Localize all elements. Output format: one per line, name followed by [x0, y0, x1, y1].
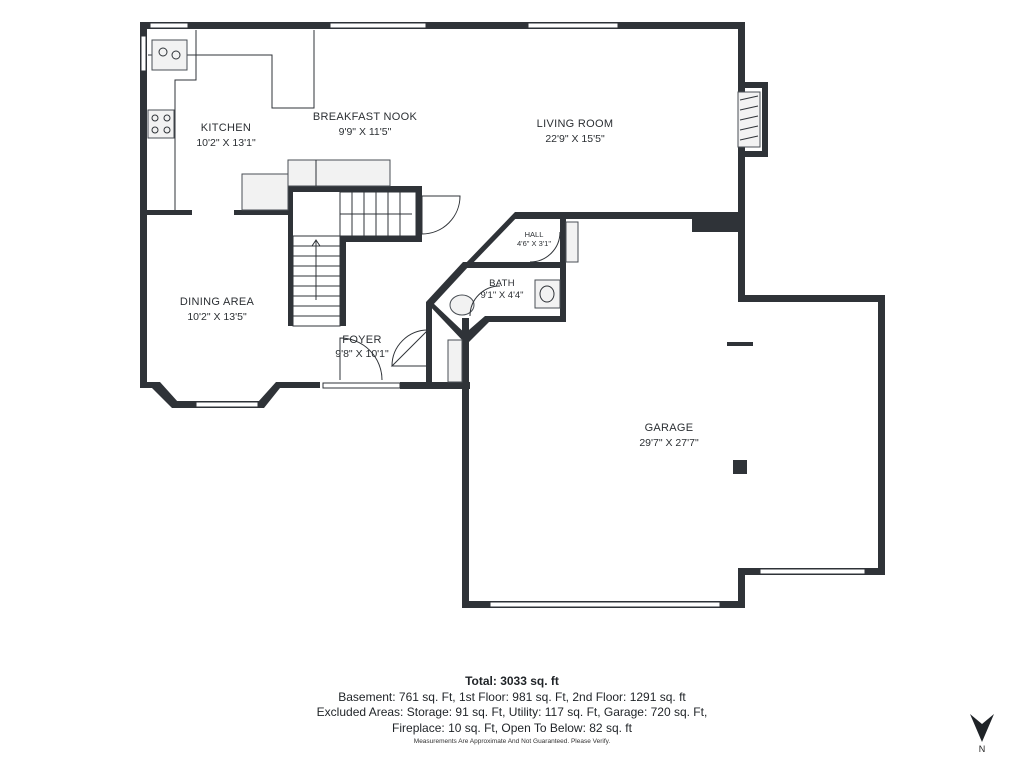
kitchen-fixtures [147, 30, 391, 211]
dining-area-dims: 10'2" X 13'5" [187, 311, 247, 323]
stove-icon [147, 109, 175, 139]
breakfast-nook-dims: 9'9" X 11'5" [339, 126, 392, 138]
living-room-label: LIVING ROOM [537, 118, 614, 130]
kitchen-dims: 10'2" X 13'1" [196, 137, 256, 149]
room-labels: KITCHEN 10'2" X 13'1" BREAKFAST NOOK 9'9… [180, 111, 699, 449]
stairs [292, 191, 417, 327]
toilet-icon [449, 294, 475, 316]
living-room-dims: 22'9" X 15'5" [545, 133, 605, 145]
total-area: Total: 3033 sq. ft [465, 674, 559, 688]
bath-dims: 9'1" X 4'4" [480, 290, 523, 301]
fireplace [737, 91, 761, 148]
compass-arrow [970, 714, 994, 742]
doors [339, 195, 579, 383]
garage-dims: 29'7" X 27'7" [639, 437, 699, 449]
breakfast-nook-label: BREAKFAST NOOK [313, 111, 418, 123]
dining-area-label: DINING AREA [180, 296, 255, 308]
vanity-icon [534, 279, 561, 309]
sink-icon [151, 39, 188, 71]
kitchen-label: KITCHEN [201, 122, 251, 134]
excluded-areas-cont: Fireplace: 10 sq. Ft, Open To Below: 82 … [392, 720, 632, 735]
area-summary: Total: 3033 sq. ft Basement: 761 sq. Ft,… [262, 674, 762, 748]
north-arrow-icon: N [966, 712, 998, 756]
excluded-areas: Excluded Areas: Storage: 91 sq. Ft, Util… [316, 705, 708, 719]
foyer-label: FOYER [342, 334, 381, 346]
bath-label: BATH [489, 278, 515, 289]
foyer-dims: 9'8" X 10'1" [335, 348, 389, 360]
interior-walls [140, 186, 566, 382]
garage-label: GARAGE [645, 422, 694, 434]
hall-dims: 4'6" X 3'1" [517, 239, 551, 248]
hall-label: HALL [525, 230, 544, 239]
garage-walls [462, 212, 885, 608]
bath-fixtures [449, 279, 561, 316]
north-label: N [978, 744, 986, 754]
disclaimer: Measurements Are Approximate And Not Gua… [413, 738, 611, 745]
floor-areas: Basement: 761 sq. Ft, 1st Floor: 981 sq.… [338, 689, 686, 704]
